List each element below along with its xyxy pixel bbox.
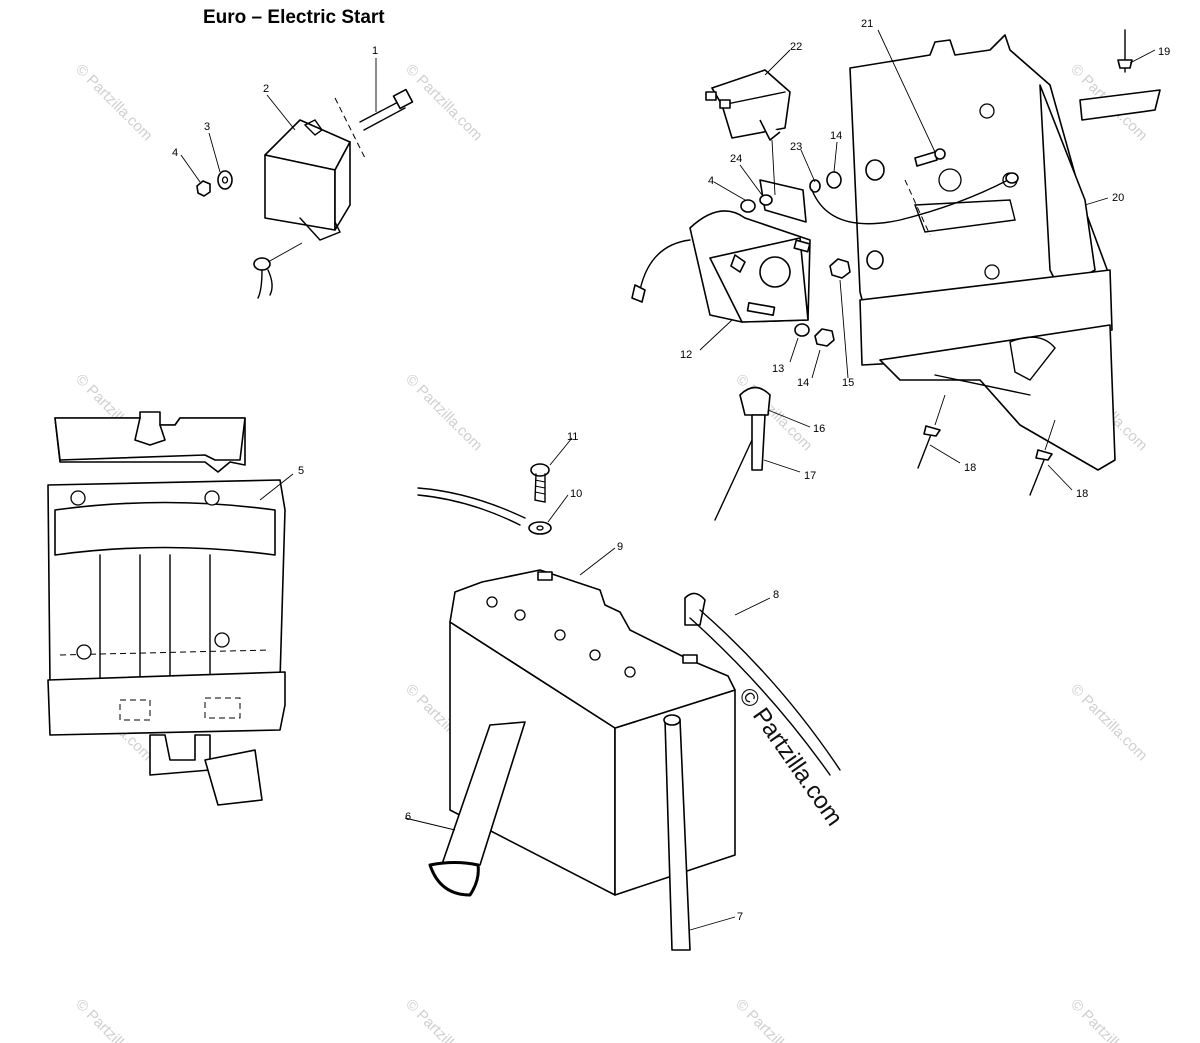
callout-label: 15 xyxy=(842,377,854,389)
callout-label: 2 xyxy=(263,83,269,95)
callout-label: 4 xyxy=(708,175,714,187)
watermark: © Partzilla.com xyxy=(402,371,485,454)
watermark: © Partzilla.com xyxy=(402,996,485,1043)
watermark: © Partzilla.com xyxy=(732,996,815,1043)
callout-label: 18 xyxy=(1076,488,1088,500)
callout-labels: 1 2 3 4 4 5 6 7 8 9 10 11 12 13 14 14 15… xyxy=(172,18,1170,923)
part-5-battery-tray[interactable] xyxy=(47,411,286,806)
callout-label: 9 xyxy=(617,541,623,553)
callout-label: 21 xyxy=(861,18,873,30)
callout-label: 14 xyxy=(830,130,842,142)
watermark: © Partzilla.com xyxy=(1067,681,1150,764)
callout-label: 12 xyxy=(680,349,692,361)
callout-label: 14 xyxy=(797,377,809,389)
callout-label: 7 xyxy=(737,911,743,923)
part-12-solenoid[interactable] xyxy=(631,69,1056,521)
callout-label: 5 xyxy=(298,465,304,477)
callout-label: 22 xyxy=(790,41,802,53)
watermark: © Partzilla.com xyxy=(402,61,485,144)
callout-label: 3 xyxy=(204,121,210,133)
watermark: © Partzilla.com xyxy=(72,996,155,1043)
leader-lines xyxy=(180,29,1156,931)
callout-label: 18 xyxy=(964,462,976,474)
callout-label: 4 xyxy=(172,147,178,159)
callout-label: 19 xyxy=(1158,46,1170,58)
callout-label: 24 xyxy=(730,153,742,165)
callout-label: 23 xyxy=(790,141,802,153)
part-2-relay-module[interactable] xyxy=(196,88,414,299)
callout-label: 11 xyxy=(567,431,578,443)
callout-label: 1 xyxy=(372,45,378,57)
callout-label: 13 xyxy=(772,363,784,375)
watermark: © Partzilla.com xyxy=(72,61,155,144)
callout-label: 8 xyxy=(773,589,779,601)
part-9-battery[interactable] xyxy=(417,463,841,951)
callout-label: 17 xyxy=(804,470,816,482)
callout-label: 20 xyxy=(1112,192,1124,204)
watermark: © Partzilla.com xyxy=(1067,996,1150,1043)
diagram-title: Euro – Electric Start xyxy=(203,7,385,28)
callout-label: 16 xyxy=(813,423,825,435)
part-20-bracket[interactable] xyxy=(849,29,1161,471)
callout-label: 6 xyxy=(405,811,411,823)
callout-label: 10 xyxy=(570,488,582,500)
